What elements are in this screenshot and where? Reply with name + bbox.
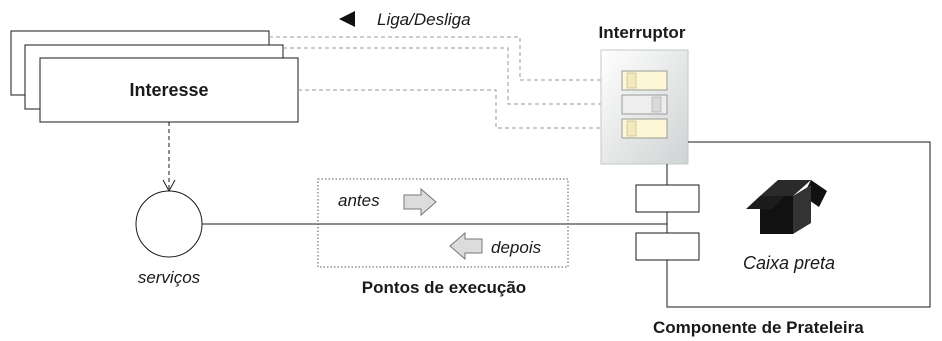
toggle-switch-bottom: [621, 118, 668, 139]
toggle-label: Liga/Desliga: [377, 10, 471, 29]
component-label: Componente de Prateleira: [653, 318, 864, 337]
port-lower: [635, 232, 700, 261]
toggle-connectors: [269, 36, 623, 129]
after-label: depois: [491, 238, 542, 257]
interest-box: [39, 57, 299, 123]
execution-points: antes depois Pontos de execução: [317, 178, 569, 297]
right-arrow-icon: [403, 187, 437, 217]
interest-box-stack: Interesse: [10, 30, 299, 123]
before-label: antes: [338, 191, 380, 210]
connector-top: [269, 36, 623, 81]
switch-panel: Interruptor: [599, 23, 689, 165]
connector-middle: [283, 47, 623, 105]
toggle-switch-top: [621, 70, 668, 91]
left-arrow-icon-after: [449, 231, 483, 261]
toggle-switch-middle: [621, 94, 668, 115]
left-arrow-icon: [339, 11, 355, 27]
switch-label: Interruptor: [599, 23, 686, 42]
execution-points-box: [317, 178, 569, 268]
execution-points-label: Pontos de execução: [362, 278, 526, 297]
connector-bottom: [298, 89, 623, 129]
interest-label: Interesse: [129, 80, 208, 100]
toggle-indicator: Liga/Desliga: [339, 10, 471, 29]
black-box-icon: [746, 180, 827, 234]
services-label: serviços: [138, 268, 201, 287]
services-node: [135, 190, 203, 258]
port-upper: [635, 184, 700, 213]
black-box-label: Caixa preta: [743, 253, 835, 273]
